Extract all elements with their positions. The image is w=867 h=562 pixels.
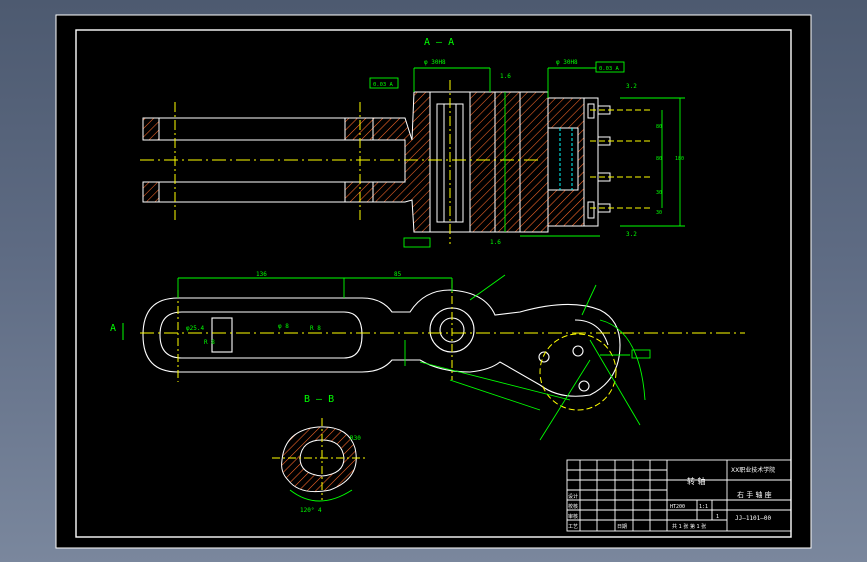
dimensions-front xyxy=(177,274,651,441)
tol-box-left: 0.03 A xyxy=(373,82,394,88)
title-sheet-info: 共 1 张 第 1 张 xyxy=(672,523,706,530)
title-block xyxy=(566,459,792,532)
title-drawing-number: JJ—1101—00 xyxy=(735,515,772,522)
title-row-design: 设计 xyxy=(568,493,578,500)
section-bb-title: B — B xyxy=(304,394,334,405)
hub-section xyxy=(365,91,431,233)
title-quantity: 1 xyxy=(716,514,719,520)
title-company: XX职业技术学院 xyxy=(731,466,775,474)
hub-block-right xyxy=(469,91,549,233)
dim-vert-80b: 80 xyxy=(656,156,662,162)
dim-dia-top-right: φ 30H8 xyxy=(556,59,578,66)
title-row-check: 校核 xyxy=(568,503,578,510)
dim-dia-mid: φ 8 xyxy=(278,323,289,330)
dim-r-left: R 8 xyxy=(204,339,215,346)
dim-dia-left: φ25.4 xyxy=(186,325,204,332)
title-row-date: 日期 xyxy=(617,524,627,530)
dim-dia-top-left: φ 30H8 xyxy=(424,59,446,66)
dim-r-mid: R 8 xyxy=(310,325,321,332)
dim-len-85: 85 xyxy=(394,271,402,278)
section-a-marker: A xyxy=(110,323,116,334)
roughness-2: 3.2 xyxy=(626,83,637,90)
title-row-approve: 审核 xyxy=(568,513,578,520)
title-part-name: 转 轴 xyxy=(687,476,706,486)
dim-len-136: 136 xyxy=(256,271,267,278)
dimensions-aa xyxy=(369,61,685,248)
dim-vert-30a: 30 xyxy=(656,190,662,196)
title-scale: 1:1 xyxy=(699,504,708,510)
dim-sec-bb-r: R30 xyxy=(350,435,361,442)
dim-vert-total: 180 xyxy=(675,156,684,162)
title-drawing-title: 右 手 轴 座 xyxy=(737,490,772,499)
section-bb xyxy=(272,418,368,502)
dim-vert-80a: 80 xyxy=(656,124,662,130)
drawing-inner-frame xyxy=(75,29,792,538)
roughness-1: 1.6 xyxy=(500,73,511,80)
arm-upper xyxy=(142,117,374,141)
roughness-4: 3.2 xyxy=(626,231,637,238)
tol-box-right: 0.03 A xyxy=(599,66,620,72)
title-row-process: 工艺 xyxy=(568,524,578,530)
dim-vert-30b: 30 xyxy=(656,210,662,216)
roughness-3: 1.6 xyxy=(490,239,501,246)
title-material: HT200 xyxy=(670,504,685,510)
dim-sec-bb-angle: 120° 4 xyxy=(300,507,322,514)
section-aa-title: A — A xyxy=(424,37,454,48)
drawing-sheet xyxy=(55,14,812,549)
arm-lower xyxy=(142,181,374,203)
